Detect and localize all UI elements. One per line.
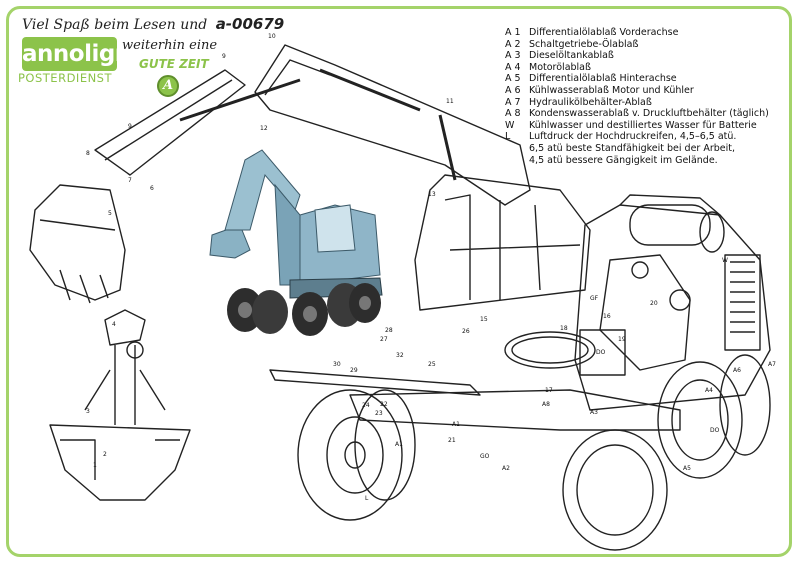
callout: 9 (128, 123, 132, 130)
callout: A4 (705, 387, 713, 394)
callout: 11 (446, 98, 454, 105)
callout: 18 (560, 325, 568, 332)
callout: A1 (452, 421, 460, 428)
callout: 12 (260, 125, 268, 132)
gute-zeit: GUTE ZEIT (139, 57, 209, 71)
poster-code: a-00679 (215, 15, 285, 33)
tagline-prefix: Viel Spaß beim Lesen und (22, 17, 208, 33)
callout: 4 (112, 321, 116, 328)
callout: 19 (618, 336, 626, 343)
callout: 32 (396, 352, 404, 359)
callout: 30 (333, 361, 341, 368)
callout: DO (710, 427, 720, 434)
callout: 25 (428, 361, 436, 368)
legend-note: 4,5 atü bessere Gängigkeit im Gelände. (529, 154, 718, 166)
callout: 9 (222, 53, 226, 60)
badge-icon: A (157, 75, 179, 97)
callout: W (722, 257, 728, 264)
callout: 29 (350, 367, 358, 374)
callout: 17 (545, 387, 553, 394)
callout: 28 (385, 327, 393, 334)
legend-note: 6,5 atü beste Standfähigkeit bei der Arb… (529, 142, 736, 154)
callout: 21 (448, 437, 456, 444)
callout: A1 (395, 441, 403, 448)
callout: 20 (650, 300, 658, 307)
callout: 23 (375, 410, 383, 417)
callout: 15 (480, 316, 488, 323)
annoligno-logo: annoligno (22, 37, 146, 71)
callout: A8 (542, 401, 550, 408)
header-tagline: Viel Spaß beim Lesen und a-00679 (22, 15, 284, 33)
callout: 22 (380, 401, 388, 408)
callout: 24 (362, 402, 370, 409)
poster-frame (6, 6, 792, 557)
callout: A7 (768, 361, 776, 368)
callout: 13 (428, 191, 436, 198)
callout: A2 (502, 465, 510, 472)
callout: A6 (733, 367, 741, 374)
callout: 8 (86, 150, 90, 157)
callout: 5 (108, 210, 112, 217)
callout: DO (596, 349, 606, 356)
callout: L (365, 495, 369, 502)
callout: 1 (93, 462, 97, 469)
logo-subtitle: POSTERDIENST (18, 71, 113, 85)
callout: 6 (150, 185, 154, 192)
callout: GO (480, 453, 490, 460)
callout: 7 (128, 177, 132, 184)
callout: 3 (86, 408, 90, 415)
callout: 10 (268, 33, 276, 40)
callout: 2 (103, 451, 107, 458)
callout: GF (590, 295, 599, 302)
callout: 16 (603, 313, 611, 320)
callout: A5 (683, 465, 691, 472)
callout: 26 (462, 328, 470, 335)
tagline-suffix: weiterhin eine (122, 38, 218, 53)
excavator-photo (209, 149, 383, 336)
diagram-callouts: 10 9 11 12 9 8 7 6 5 13 15 16 17 18 19 2… (86, 33, 776, 502)
callout: 27 (380, 336, 388, 343)
callout: A3 (590, 409, 598, 416)
